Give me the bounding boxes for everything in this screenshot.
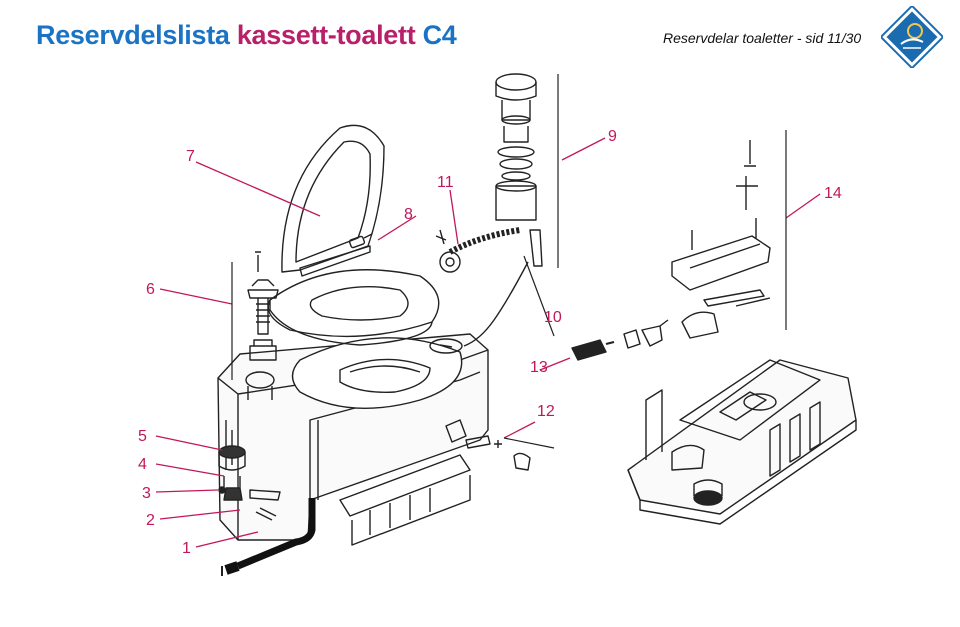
callout-2: 2 <box>146 512 155 529</box>
callout-6: 6 <box>146 281 155 298</box>
callout-9: 9 <box>608 128 617 145</box>
callout-10: 10 <box>544 309 562 326</box>
valve-assembly <box>495 73 537 221</box>
leader-8 <box>377 215 417 241</box>
guide-lines <box>231 74 787 449</box>
leader-4 <box>155 463 225 477</box>
flush-hose <box>435 227 521 273</box>
callout-5: 5 <box>138 428 147 445</box>
company-logo-icon <box>881 6 943 68</box>
leader-5 <box>155 435 223 451</box>
leader-lines <box>155 137 821 548</box>
leader-7 <box>195 161 321 217</box>
leader-11 <box>449 189 459 245</box>
leader-13 <box>539 357 571 371</box>
toilet-seat <box>267 269 440 346</box>
title-part-2: kassett-toalett <box>236 20 416 50</box>
callout-3: 3 <box>142 485 151 502</box>
leader-2 <box>159 509 241 520</box>
leader-14 <box>785 193 821 219</box>
hinge-parts <box>255 233 373 272</box>
callout-12: 12 <box>537 403 555 420</box>
leader-9 <box>561 137 606 161</box>
callout-4: 4 <box>138 456 147 473</box>
callout-13: 13 <box>530 359 548 376</box>
leader-12 <box>503 421 536 439</box>
title-part-3: C4 <box>422 20 457 50</box>
leader-1 <box>195 531 259 548</box>
fitting-row <box>571 311 719 361</box>
page-subtitle: Reservdelar toaletter - sid 11/30 <box>663 30 862 46</box>
toilet-bowl <box>291 337 463 410</box>
small-parts <box>218 486 281 521</box>
cassette-tank <box>627 359 857 525</box>
callout-labels: 7 8 11 9 14 6 10 13 12 5 4 3 2 1 <box>138 128 842 557</box>
leader-6 <box>159 288 233 305</box>
callout-14: 14 <box>824 185 842 202</box>
callout-8: 8 <box>404 206 413 223</box>
side-connector <box>445 419 531 471</box>
bracket-assembly <box>671 140 771 307</box>
callout-7: 7 <box>186 148 195 165</box>
drain-hose <box>221 498 316 576</box>
pipe-fitting <box>463 229 543 347</box>
title-part-1: Reservdelslista <box>36 20 230 50</box>
callout-11: 11 <box>437 174 454 191</box>
flush-pump <box>247 279 279 361</box>
leader-3 <box>155 489 219 493</box>
callout-1: 1 <box>182 540 191 557</box>
seat-lid <box>281 124 385 277</box>
level-indicator <box>218 445 246 501</box>
page-title: Reservdelslista kassett-toalett C4 <box>36 20 457 51</box>
